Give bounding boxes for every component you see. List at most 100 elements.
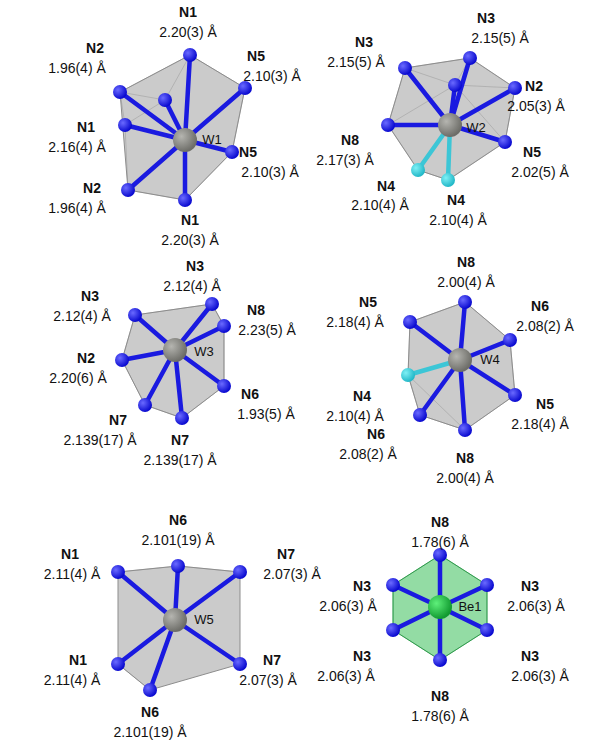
polyhedron-edge: [125, 125, 128, 190]
bond-length: 2.20(6) Å: [49, 370, 107, 386]
nitrogen-atom: [463, 51, 477, 65]
bond-length: 2.18(4) Å: [326, 314, 384, 330]
bond-length: 2.15(5) Å: [471, 30, 529, 46]
bond-length: 2.10(4) Å: [326, 408, 384, 424]
atom-label: N1: [61, 546, 79, 562]
polyhedron-edge: [178, 566, 240, 572]
polyhedron-edge: [190, 55, 245, 88]
nitrogen-atom: [508, 81, 522, 95]
polyhedron-edge: [122, 315, 135, 360]
bond-length: 2.07(3) Å: [263, 566, 321, 582]
nitrogen-atom: [386, 578, 400, 592]
polyhedron-edge: [470, 58, 515, 88]
atom-label: N3: [353, 578, 371, 594]
bond-length: 2.02(5) Å: [511, 164, 569, 180]
polyhedron-face: [122, 304, 224, 418]
bond-length: 2.06(3) Å: [507, 598, 565, 614]
polyhedron-edge: [408, 322, 410, 375]
polyhedron-face: [120, 55, 245, 200]
nitrogen-atom: [171, 559, 185, 573]
atom-label: N7: [277, 546, 295, 562]
center-atom-label: W5: [194, 612, 214, 628]
polyhedron-edge: [122, 360, 145, 405]
atom-label: N2: [525, 78, 543, 94]
bond-length: 2.06(3) Å: [317, 668, 375, 684]
nitrogen-atom: [111, 565, 125, 579]
atom-label: N5: [359, 294, 377, 310]
polyhedron-edge: [465, 395, 515, 430]
polyhedron-edge: [420, 415, 465, 430]
nitrogen-atom: [411, 163, 425, 177]
coordination-polyhedron: [113, 48, 252, 207]
nitrogen-atom: [138, 398, 152, 412]
polyhedron-edge: [465, 302, 510, 340]
coordination-polyhedron: [386, 548, 494, 667]
atom-label: N4: [353, 388, 371, 404]
nitrogen-atom: [401, 368, 415, 382]
bond-length: 2.12(4) Å: [53, 308, 111, 324]
polyhedron-edge: [224, 326, 225, 386]
polyhedron-edge: [440, 555, 487, 585]
polyhedron-edge: [405, 58, 470, 68]
nitrogen-atom: [158, 93, 172, 107]
atom-label: N4: [377, 178, 395, 194]
polyhedron-edge: [182, 386, 224, 418]
center-atom: [438, 113, 462, 137]
bond-length: 2.16(4) Å: [48, 139, 106, 155]
atom-label: N5: [239, 144, 257, 160]
center-atom: [163, 608, 187, 632]
polyhedron-edge: [410, 302, 465, 322]
bond-length: 2.23(5) Å: [238, 322, 296, 338]
bond-length: 2.06(3) Å: [511, 668, 569, 684]
coordination-polyhedron: [381, 51, 522, 187]
coordination-polyhedron: [401, 295, 522, 437]
center-atom-label: W4: [480, 352, 500, 368]
bond-length: 2.101(19) Å: [113, 724, 186, 740]
atom-label: N8: [431, 514, 449, 530]
nitrogen-atom: [480, 578, 494, 592]
center-atom-label: W2: [466, 120, 486, 136]
nitrogen-atom: [503, 333, 517, 347]
polyhedron-face: [118, 566, 240, 690]
center-atom-label: W3: [194, 344, 214, 360]
bond-length: 2.12(4) Å: [163, 278, 221, 294]
nitrogen-atom: [118, 118, 132, 132]
bond-length: 2.07(3) Å: [239, 672, 297, 688]
nitrogen-atom: [115, 353, 129, 367]
nitrogen-atom: [441, 173, 455, 187]
atom-label: N1: [179, 4, 197, 20]
nitrogen-atom: [398, 61, 412, 75]
atom-label: N3: [186, 258, 204, 274]
bond-length: 2.101(19) Å: [141, 532, 214, 548]
atom-label: N6: [367, 426, 385, 442]
atom-label: N6: [141, 704, 159, 720]
nitrogen-atom: [381, 118, 395, 132]
bond-length: 1.96(4) Å: [48, 60, 106, 76]
center-atom: [173, 128, 197, 152]
bond-length: 2.15(5) Å: [327, 54, 385, 70]
atom-label: N2: [83, 180, 101, 196]
nitrogen-atom: [480, 623, 494, 637]
atom-label: N4: [447, 192, 465, 208]
nitrogen-atom: [143, 683, 157, 697]
atom-label: N6: [169, 512, 187, 528]
nitrogen-atom: [233, 565, 247, 579]
polyhedron-edge: [505, 88, 515, 142]
bond-length: 1.96(4) Å: [48, 200, 106, 216]
bond-length: 2.00(4) Å: [437, 274, 495, 290]
bond-length: 2.18(4) Å: [511, 416, 569, 432]
center-atom-label: Be1: [458, 599, 481, 615]
nitrogen-atom: [178, 193, 192, 207]
atom-label: N7: [171, 432, 189, 448]
nitrogen-atom: [111, 657, 125, 671]
nitrogen-atom: [217, 379, 231, 393]
coordination-polyhedron: [111, 559, 247, 697]
bond-length: 1.78(6) Å: [411, 534, 469, 550]
bond-length: 2.10(3) Å: [243, 68, 301, 84]
polyhedron-edge: [393, 630, 440, 660]
bond-length: 2.00(4) Å: [436, 470, 494, 486]
polyhedron-edge: [408, 375, 465, 430]
bond-length: 2.10(4) Å: [351, 197, 409, 213]
atom-label: N5: [536, 396, 554, 412]
